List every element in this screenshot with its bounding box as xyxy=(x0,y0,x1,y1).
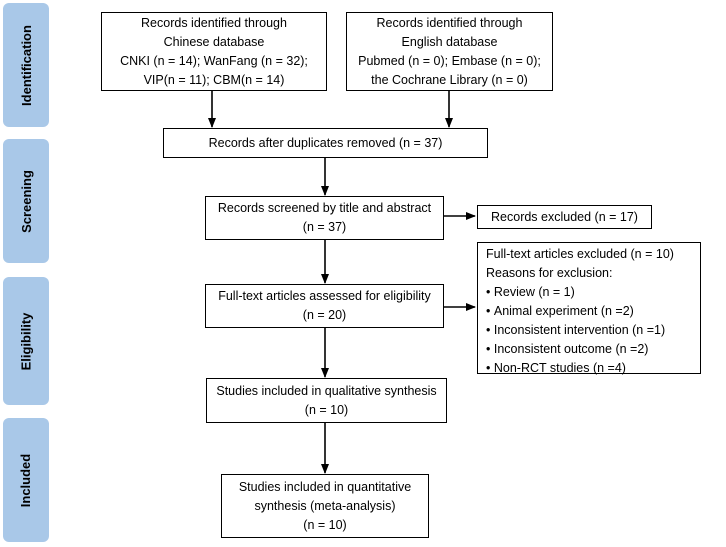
phase-identification: Identification xyxy=(3,3,49,127)
box-chinese-database: Records identified through Chinese datab… xyxy=(101,12,327,91)
chinese-db-line-2: Chinese database xyxy=(163,34,265,49)
box-fulltext-assessed: Full-text articles assessed for eligibil… xyxy=(205,284,444,328)
box-fulltext-excluded: Full-text articles excluded (n = 10) Rea… xyxy=(477,242,701,375)
records-excluded-text: Records excluded (n = 17) xyxy=(491,209,638,224)
english-db-line-1: Records identified through xyxy=(376,15,523,30)
qualitative-line-1: Studies included in qualitative synthesi… xyxy=(216,383,437,398)
chinese-db-line-3: CNKI (n = 14); WanFang (n = 32); xyxy=(120,53,308,68)
english-db-line-3: Pubmed (n = 0); Embase (n = 0); xyxy=(358,53,541,68)
box-records-screened: Records screened by title and abstract (… xyxy=(205,196,444,240)
fulltext-excluded-title: Full-text articles excluded (n = 10) xyxy=(486,247,674,261)
fulltext-assessed-line-2: (n = 20) xyxy=(302,308,347,322)
box-records-excluded: Records excluded (n = 17) xyxy=(477,205,652,229)
duplicates-removed-text: Records after duplicates removed (n = 37… xyxy=(208,135,443,150)
fulltext-excluded-reasons-label: Reasons for exclusion: xyxy=(486,266,613,280)
phase-screening: Screening xyxy=(3,139,49,263)
exclusion-reason-item: Inconsistent intervention (n =1) xyxy=(486,321,692,340)
screened-line-2: (n = 37) xyxy=(302,220,347,234)
exclusion-reason-item: Inconsistent outcome (n =2) xyxy=(486,340,692,359)
quantitative-line-1: Studies included in quantitative xyxy=(238,479,412,494)
phase-eligibility: Eligibility xyxy=(3,277,49,405)
quantitative-line-2: synthesis (meta-analysis) xyxy=(254,498,396,513)
qualitative-line-2: (n = 10) xyxy=(304,402,349,417)
fulltext-assessed-line-1: Full-text articles assessed for eligibil… xyxy=(218,289,431,303)
english-db-line-4: the Cochrane Library (n = 0) xyxy=(371,72,528,87)
exclusion-reason-item: Animal experiment (n =2) xyxy=(486,302,692,321)
chinese-db-line-4: VIP(n = 11); CBM(n = 14) xyxy=(143,72,285,87)
box-english-database: Records identified through English datab… xyxy=(346,12,553,91)
english-db-line-2: English database xyxy=(401,34,498,49)
exclusion-reason-item: Non-RCT studies (n =4) xyxy=(486,359,692,378)
quantitative-line-3: (n = 10) xyxy=(303,517,347,532)
box-duplicates-removed: Records after duplicates removed (n = 37… xyxy=(163,128,488,158)
phase-included: Included xyxy=(3,418,49,542)
chinese-db-line-1: Records identified through xyxy=(141,15,287,30)
box-quantitative-synthesis: Studies included in quantitative synthes… xyxy=(221,474,429,538)
screened-line-1: Records screened by title and abstract xyxy=(217,201,432,215)
exclusion-reason-item: Review (n = 1) xyxy=(486,283,692,302)
box-qualitative-synthesis: Studies included in qualitative synthesi… xyxy=(206,378,447,423)
